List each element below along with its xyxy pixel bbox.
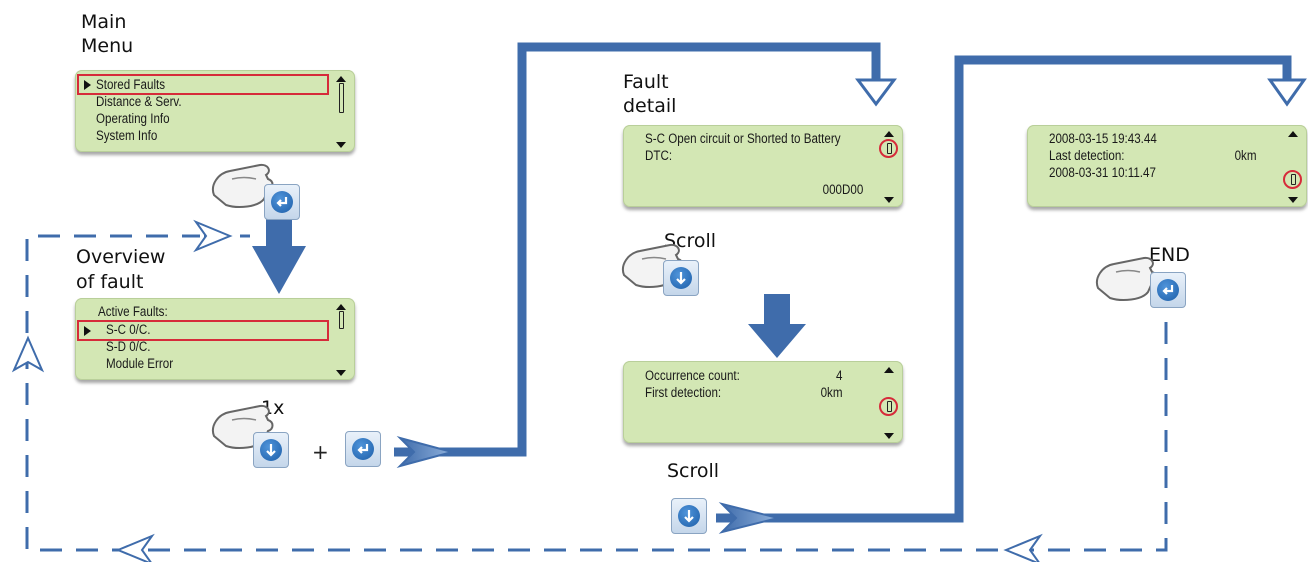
list-item-module-error[interactable]: Module Error bbox=[106, 356, 174, 371]
caption-end: END bbox=[1149, 244, 1190, 266]
menu-item-distance-serv[interactable]: Distance & Serv. bbox=[96, 94, 182, 109]
enter-button-icon[interactable] bbox=[345, 431, 381, 467]
scroll-position-marker bbox=[1283, 170, 1302, 189]
scroll-down-icon[interactable] bbox=[884, 433, 894, 439]
return-arrowhead bbox=[193, 219, 233, 253]
scroll-up-icon[interactable] bbox=[336, 76, 346, 82]
scroll-thumb-icon[interactable] bbox=[339, 311, 344, 329]
flow-arrowhead bbox=[1267, 78, 1307, 107]
timestamp-1: 2008-03-15 19:43.44 bbox=[1049, 131, 1157, 146]
menu-item-operating-info[interactable]: Operating Info bbox=[96, 111, 170, 126]
caption-main-menu-2: Menu bbox=[81, 35, 134, 57]
enter-button-icon[interactable] bbox=[264, 184, 300, 220]
first-detection-value: 0km bbox=[821, 385, 843, 400]
scroll-up-icon[interactable] bbox=[336, 304, 346, 310]
selection-highlight bbox=[77, 320, 329, 341]
flow-line-to-end bbox=[716, 55, 1292, 523]
scroll-position-marker bbox=[879, 397, 898, 416]
down-arrow-button-icon[interactable] bbox=[671, 498, 707, 534]
lcd-end: 2008-03-15 19:43.44 Last detection: 0km … bbox=[1027, 125, 1307, 207]
return-arrowhead bbox=[115, 533, 155, 562]
scroll-down-icon[interactable] bbox=[336, 142, 346, 148]
flow-arrowhead bbox=[718, 502, 779, 534]
fault-description: S-C Open circuit or Shorted to Battery bbox=[645, 131, 841, 146]
menu-item-system-info[interactable]: System Info bbox=[96, 128, 158, 143]
caption-main-menu-1: Main bbox=[81, 11, 127, 33]
menu-item-stored-faults[interactable]: Stored Faults bbox=[96, 77, 166, 92]
lcd-main-menu: Stored Faults Distance & Serv. Operating… bbox=[75, 70, 355, 152]
scroll-thumb-icon[interactable] bbox=[887, 143, 892, 154]
flow-arrowhead bbox=[396, 436, 456, 468]
down-arrow-button-icon[interactable] bbox=[663, 260, 699, 296]
scroll-thumb-icon[interactable] bbox=[887, 401, 892, 412]
down-arrow-main-to-overview bbox=[252, 204, 306, 294]
list-item-s-c-oc[interactable]: S-C 0/C. bbox=[106, 322, 151, 337]
lcd-occurrence: Occurrence count: 4 First detection: 0km bbox=[623, 361, 903, 443]
caption-fault-detail-2: detail bbox=[623, 95, 677, 117]
scroll-down-icon[interactable] bbox=[884, 197, 894, 203]
down-arrow-button-icon[interactable] bbox=[253, 432, 289, 468]
list-item-active-faults: Active Faults: bbox=[98, 304, 168, 319]
first-detection-label: First detection: bbox=[645, 385, 722, 400]
caption-fault-detail-1: Fault bbox=[623, 71, 669, 93]
pressing-finger-icon bbox=[212, 163, 274, 208]
caption-scroll-2: Scroll bbox=[667, 460, 720, 482]
list-item-s-d-oc[interactable]: S-D 0/C. bbox=[106, 339, 151, 354]
selection-pointer-icon bbox=[84, 326, 91, 336]
lcd-fault-detail: S-C Open circuit or Shorted to Battery D… bbox=[623, 125, 903, 207]
down-arrow-detail-to-occurrence bbox=[748, 294, 806, 358]
scroll-thumb-icon[interactable] bbox=[1291, 174, 1296, 185]
occurrence-count-value: 4 bbox=[836, 368, 843, 383]
flow-line-to-fault-detail bbox=[394, 42, 881, 457]
occurrence-count-label: Occurrence count: bbox=[645, 368, 740, 383]
scroll-position-marker bbox=[879, 139, 898, 158]
last-detection-label: Last detection: bbox=[1049, 148, 1125, 163]
scroll-up-icon[interactable] bbox=[1288, 131, 1298, 137]
last-detection-value: 0km bbox=[1235, 148, 1257, 163]
dtc-value: 000D00 bbox=[822, 182, 863, 197]
scroll-down-icon[interactable] bbox=[1288, 197, 1298, 203]
return-arrowhead bbox=[1003, 533, 1043, 562]
return-arrowhead bbox=[11, 335, 45, 373]
flow-arrowhead bbox=[855, 78, 897, 107]
caption-overview-1: Overview bbox=[76, 246, 166, 268]
enter-button-icon[interactable] bbox=[1150, 272, 1186, 308]
selection-pointer-icon bbox=[84, 80, 91, 90]
return-loop-dashed bbox=[25, 234, 1168, 552]
plus-sign: + bbox=[312, 440, 329, 464]
caption-overview-2: of fault bbox=[76, 271, 144, 293]
scroll-thumb-icon[interactable] bbox=[339, 83, 344, 113]
scroll-down-icon[interactable] bbox=[336, 370, 346, 376]
timestamp-2: 2008-03-31 10:11.47 bbox=[1049, 165, 1156, 180]
lcd-overview: Active Faults: S-C 0/C. S-D 0/C. Module … bbox=[75, 298, 355, 380]
scroll-up-icon[interactable] bbox=[884, 131, 894, 137]
selection-highlight bbox=[77, 74, 329, 95]
dtc-label: DTC: bbox=[645, 148, 673, 163]
scroll-up-icon[interactable] bbox=[884, 367, 894, 373]
